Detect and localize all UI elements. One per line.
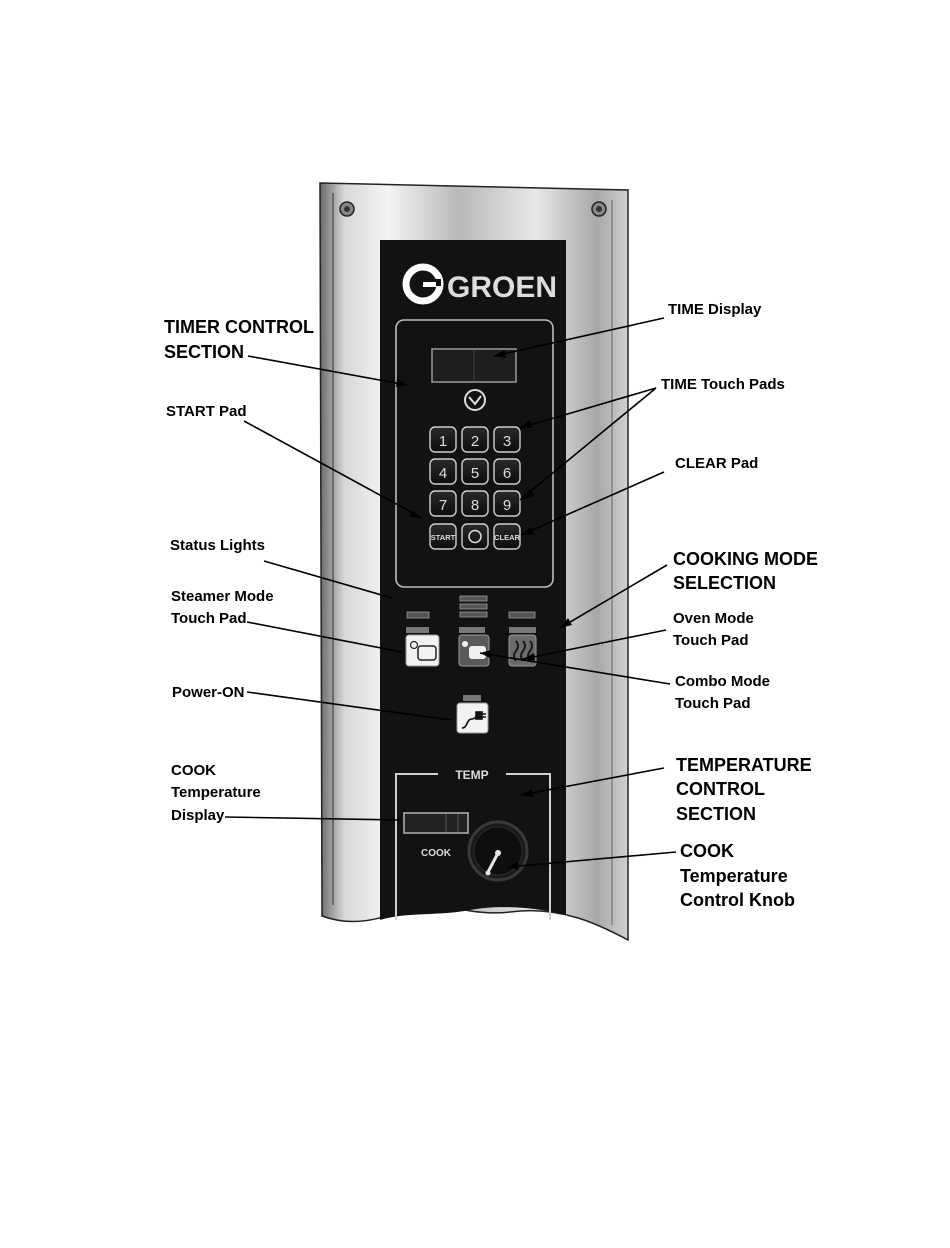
label-cook-knob-2: Temperature (680, 866, 788, 886)
svg-text:1: 1 (439, 433, 447, 450)
key-2[interactable]: 2 (461, 426, 489, 453)
label-oven-touch-pad: Touch Pad (673, 632, 749, 649)
label-temperature: TEMPERATURE (676, 755, 812, 775)
label-temperature-section: SECTION (676, 804, 756, 824)
temp-section-label: TEMP (455, 768, 488, 782)
label-cook-knob-3: Control Knob (680, 890, 795, 910)
steamer-mode-pad[interactable] (405, 627, 440, 667)
plug-icon (461, 711, 486, 729)
label-time-display: TIME Display (668, 301, 762, 318)
label-combo-mode: Combo Mode (675, 673, 770, 690)
timer-section-frame (395, 319, 554, 588)
label-power-on: Power-ON (172, 684, 245, 701)
arrowheads (396, 350, 572, 870)
knob-pointer (485, 852, 500, 875)
screw-icon (339, 201, 355, 217)
label-cook-display-2: Temperature (171, 784, 261, 801)
status-light (508, 611, 536, 619)
status-light (459, 611, 488, 618)
temp-section-frame (395, 773, 551, 920)
label-timer-control-section: SECTION (164, 342, 244, 362)
label-cook-display-3: Display (171, 807, 225, 824)
screw-icon (591, 201, 607, 217)
label-cooking-mode-selection: SELECTION (673, 573, 776, 593)
groen-logo: GROEN (402, 263, 557, 305)
svg-text:START: START (431, 533, 456, 542)
svg-text:CLEAR: CLEAR (494, 533, 520, 542)
key-9[interactable]: 9 (493, 490, 521, 517)
svg-text:4: 4 (439, 465, 447, 482)
label-cooking-mode: COOKING MODE (673, 549, 818, 569)
label-temperature-control: CONTROL (676, 779, 765, 799)
label-combo-touch-pad: Touch Pad (675, 695, 751, 712)
status-light (459, 595, 488, 602)
stop-key[interactable] (461, 523, 489, 550)
key-3[interactable]: 3 (493, 426, 521, 453)
label-start-pad: START Pad (166, 403, 247, 420)
clock-icon (464, 389, 486, 411)
key-6[interactable]: 6 (493, 458, 521, 485)
svg-text:3: 3 (503, 433, 511, 450)
stop-icon (468, 529, 482, 544)
keypad: 1 2 3 4 5 6 7 8 (429, 426, 521, 550)
status-light (459, 603, 488, 610)
key-5[interactable]: 5 (461, 458, 489, 485)
cook-temperature-knob[interactable] (467, 820, 529, 882)
logo-text: GROEN (447, 271, 557, 304)
svg-text:6: 6 (503, 465, 511, 482)
label-cook-knob-1: COOK (680, 841, 734, 861)
svg-text:8: 8 (471, 497, 479, 514)
cook-label: COOK (421, 848, 452, 859)
black-faceplate (380, 240, 566, 920)
start-key[interactable]: START (429, 523, 457, 550)
key-8[interactable]: 8 (461, 490, 489, 517)
label-oven-mode: Oven Mode (673, 610, 754, 627)
status-lights (406, 595, 536, 619)
status-light (406, 611, 430, 619)
steam-icon (409, 640, 437, 661)
svg-text:7: 7 (439, 497, 447, 514)
key-1[interactable]: 1 (429, 426, 457, 453)
label-timer-control: TIMER CONTROL (164, 317, 314, 337)
key-4[interactable]: 4 (429, 458, 457, 485)
key-7[interactable]: 7 (429, 490, 457, 517)
combo-icon (462, 641, 486, 659)
svg-text:5: 5 (471, 465, 479, 482)
label-steamer-mode: Steamer Mode (171, 588, 274, 605)
clear-key[interactable]: CLEAR (493, 523, 521, 550)
power-on-pad[interactable] (456, 695, 489, 734)
leader-lines (224, 317, 677, 868)
label-time-touch-pads: TIME Touch Pads (661, 376, 785, 393)
combo-mode-pad[interactable] (458, 627, 490, 667)
svg-text:2: 2 (471, 433, 479, 450)
svg-text:9: 9 (503, 497, 511, 514)
label-steamer-touch-pad: Touch Pad (171, 610, 247, 627)
label-cook-display-1: COOK (171, 762, 216, 779)
cook-temperature-display (403, 812, 469, 834)
label-status-lights: Status Lights (170, 537, 265, 554)
label-clear-pad: CLEAR Pad (675, 455, 758, 472)
